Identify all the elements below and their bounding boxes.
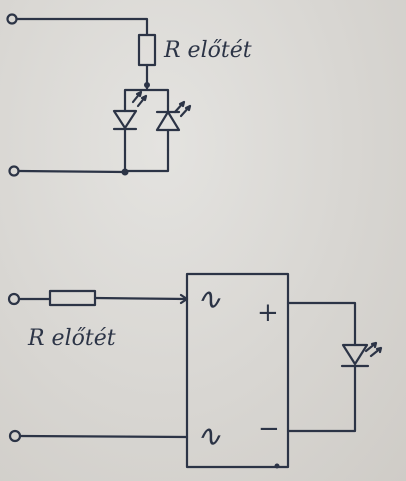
bottom-return-wire <box>18 434 189 439</box>
top-input-terminal <box>6 13 18 25</box>
led-forward <box>112 104 138 152</box>
dc-minus-wire <box>286 364 357 433</box>
bottom-resistor-to-rectifier-wire <box>93 293 189 305</box>
bottom-circuit: ∿ ∿ + − R előtét <box>7 272 383 469</box>
rectifier-dc-minus: − <box>258 414 280 444</box>
bottom-series-resistor <box>48 289 97 307</box>
rectifier-dc-plus: + <box>257 298 279 328</box>
top-circuit: R előtét <box>6 13 252 177</box>
light-arrows-icon <box>364 341 383 358</box>
dc-plus-wire <box>286 301 357 347</box>
top-series-resistor <box>137 33 157 67</box>
rectifier-corner-mark <box>274 463 280 469</box>
rectifier-ac-in-top: ∿ <box>196 282 221 317</box>
top-return-terminal <box>8 165 20 177</box>
bridge-rectifier-block <box>185 272 290 469</box>
light-arrows-icon <box>173 100 192 118</box>
top-led-split-wire <box>123 83 170 108</box>
rectifier-ac-in-bottom: ∿ <box>196 419 221 454</box>
top-led-merge-wire <box>123 148 170 173</box>
top-resistor-label: R előtét <box>163 38 252 63</box>
bottom-resistor-label: R előtét <box>27 326 116 351</box>
bottom-return-terminal <box>8 429 22 443</box>
top-input-wire <box>15 17 149 37</box>
top-return-wire <box>17 169 127 174</box>
bottom-input-terminal <box>7 292 21 306</box>
output-led <box>340 343 370 368</box>
light-arrows-icon <box>131 90 148 108</box>
